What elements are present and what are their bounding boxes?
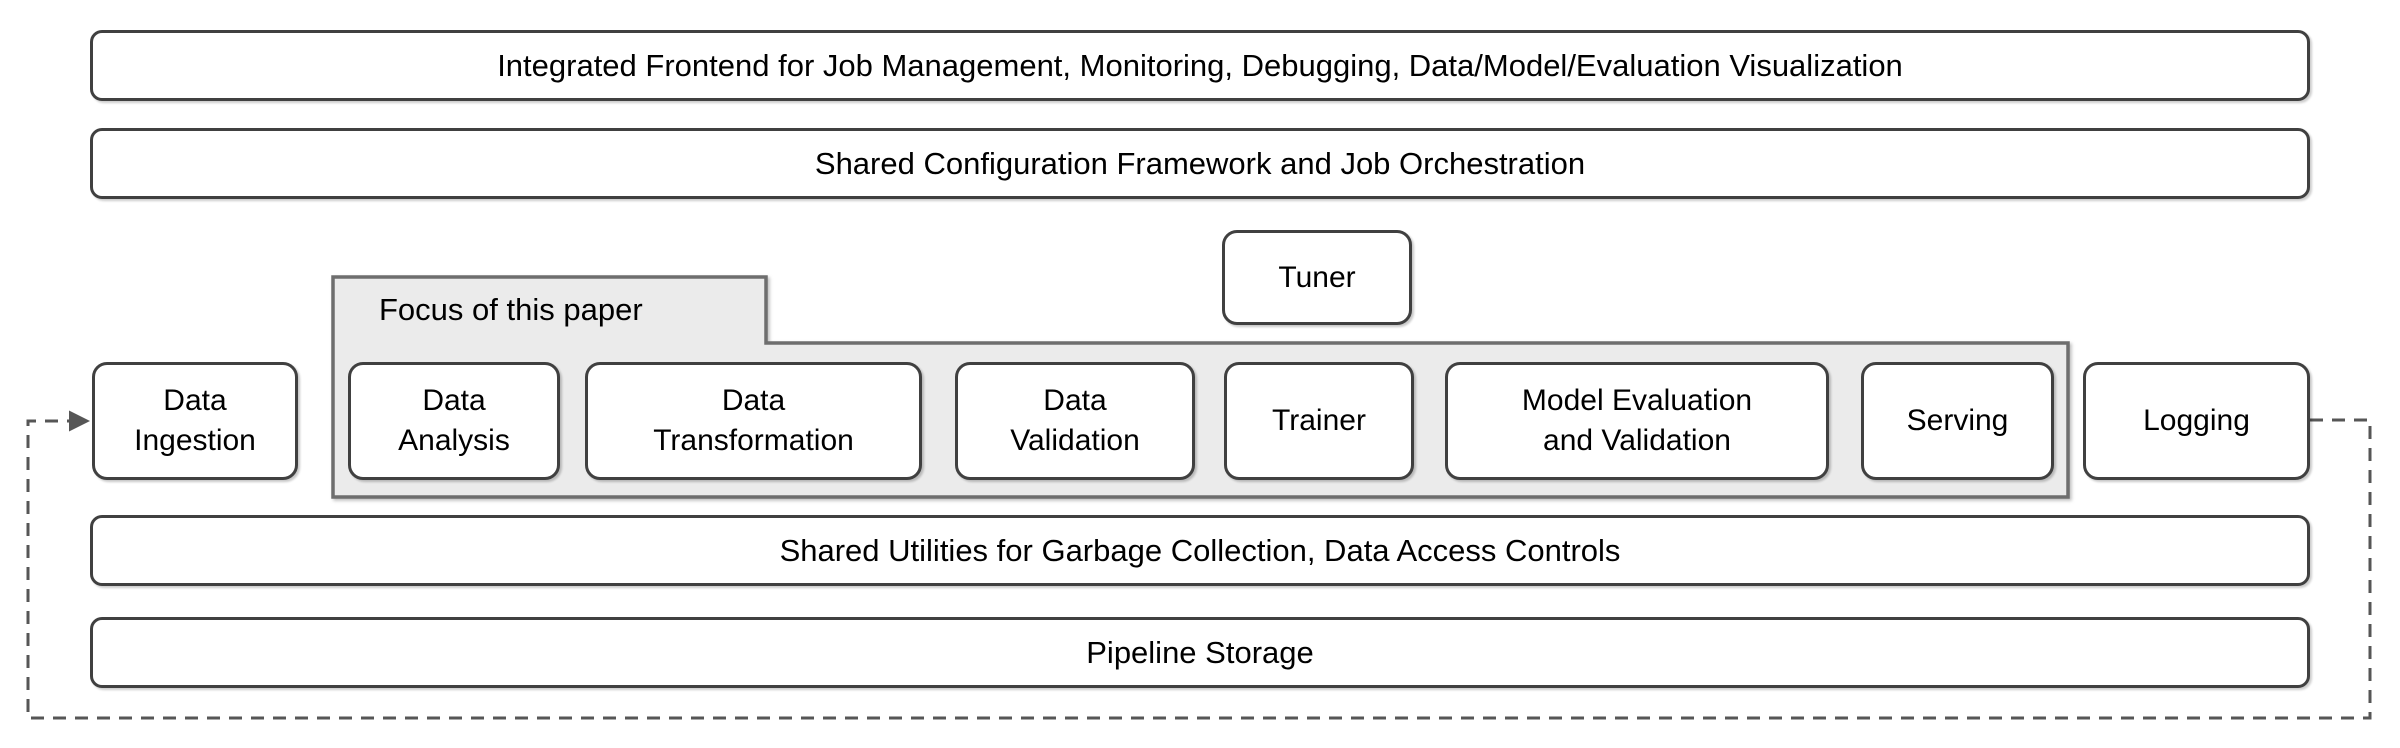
component-tuner: Tuner [1222,230,1412,325]
feedback-arrowhead-icon [69,410,90,432]
feedback-loop-dashed-line [26,418,2372,720]
component-model-evaluation-and-validation: Model Evaluation and Validation [1445,362,1829,480]
component-logging: Logging [2083,362,2310,480]
frontend-layer-bar: Integrated Frontend for Job Management, … [90,30,2310,101]
orchestration-layer-bar: Shared Configuration Framework and Job O… [90,128,2310,199]
focus-region-label: Focus of this paper [379,292,643,327]
component-data-analysis: Data Analysis [348,362,560,480]
component-serving: Serving [1861,362,2054,480]
component-data-validation: Data Validation [955,362,1195,480]
component-data-ingestion: Data Ingestion [92,362,298,480]
component-data-transformation: Data Transformation [585,362,922,480]
shared-utilities-layer-bar: Shared Utilities for Garbage Collection,… [90,515,2310,586]
pipeline-storage-layer-bar: Pipeline Storage [90,617,2310,688]
component-trainer: Trainer [1224,362,1414,480]
